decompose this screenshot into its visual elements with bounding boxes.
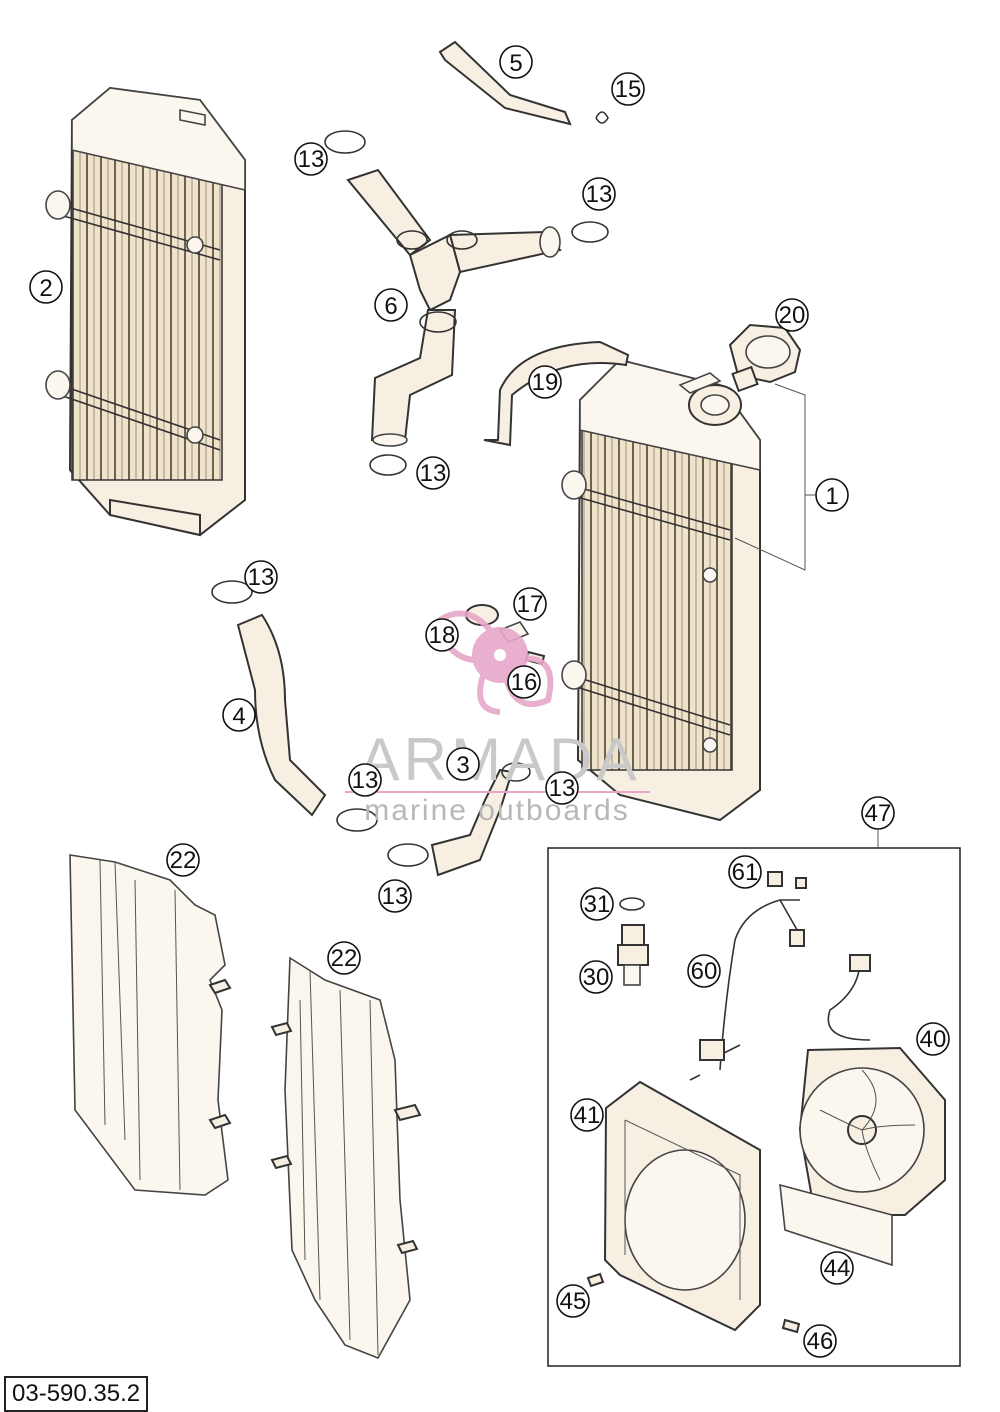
hose-5 bbox=[438, 40, 572, 126]
svg-text:22: 22 bbox=[331, 945, 358, 972]
hose-6 bbox=[346, 168, 562, 447]
callout-13-f: 13 bbox=[545, 771, 579, 805]
diagram-code-label: 03-590.35.2 bbox=[4, 1376, 149, 1412]
callout-15: 15 bbox=[611, 72, 645, 106]
fan-shroud-41 bbox=[603, 1080, 761, 1332]
callout-44: 44 bbox=[820, 1251, 854, 1285]
wiring-harness-60 bbox=[689, 899, 801, 1081]
svg-text:60: 60 bbox=[691, 958, 718, 985]
radiator-guard-right bbox=[270, 956, 422, 1360]
hose-clamp-15 bbox=[595, 111, 609, 124]
callout-60: 60 bbox=[687, 954, 721, 988]
watermark-tagline: marine outboards bbox=[364, 794, 629, 827]
callout-13-b: 13 bbox=[582, 177, 616, 211]
hose-clamp-13f bbox=[387, 843, 429, 867]
radiator-left bbox=[45, 86, 246, 537]
svg-text:5: 5 bbox=[509, 50, 522, 77]
callout-61: 61 bbox=[728, 855, 762, 889]
svg-text:44: 44 bbox=[824, 1255, 851, 1282]
svg-text:30: 30 bbox=[583, 964, 610, 991]
hose-clamp-13d bbox=[211, 580, 253, 604]
svg-text:15: 15 bbox=[615, 76, 642, 103]
hose-clamp-13e bbox=[336, 808, 378, 832]
callout-5: 5 bbox=[499, 45, 533, 79]
svg-text:13: 13 bbox=[248, 564, 275, 591]
svg-text:3: 3 bbox=[456, 752, 469, 779]
svg-text:18: 18 bbox=[429, 622, 456, 649]
hose-clamp-13a bbox=[324, 130, 366, 154]
svg-text:4: 4 bbox=[232, 703, 245, 730]
callout-13-a: 13 bbox=[294, 142, 328, 176]
svg-text:41: 41 bbox=[574, 1102, 601, 1129]
svg-text:2: 2 bbox=[39, 275, 52, 302]
screw-45 bbox=[586, 1272, 605, 1288]
fan-kit-box bbox=[547, 847, 961, 1367]
svg-text:13: 13 bbox=[549, 775, 576, 802]
callout-46: 46 bbox=[803, 1324, 837, 1358]
svg-text:20: 20 bbox=[779, 302, 806, 329]
callout-41: 41 bbox=[570, 1098, 604, 1132]
plate-44 bbox=[779, 1183, 893, 1267]
svg-text:22: 22 bbox=[170, 847, 197, 874]
callout-47: 47 bbox=[861, 796, 895, 830]
svg-text:13: 13 bbox=[420, 460, 447, 487]
callout-13-e: 13 bbox=[348, 763, 382, 797]
callout-6: 6 bbox=[374, 288, 408, 322]
callout-45: 45 bbox=[556, 1284, 590, 1318]
svg-text:13: 13 bbox=[382, 883, 409, 910]
callout-16: 16 bbox=[507, 665, 541, 699]
svg-text:47: 47 bbox=[865, 800, 892, 827]
callout-4: 4 bbox=[222, 698, 256, 732]
callout-13-g: 13 bbox=[378, 879, 412, 913]
callout-13-d: 13 bbox=[244, 560, 278, 594]
callout-31: 31 bbox=[580, 887, 614, 921]
svg-text:61: 61 bbox=[732, 859, 759, 886]
svg-text:31: 31 bbox=[584, 891, 611, 918]
hose-4 bbox=[236, 613, 327, 817]
svg-text:45: 45 bbox=[560, 1288, 587, 1315]
radiator-guard-left bbox=[69, 854, 232, 1196]
svg-text:1: 1 bbox=[825, 483, 838, 510]
connector-61 bbox=[767, 871, 783, 887]
callout-18: 18 bbox=[425, 618, 459, 652]
callout-17: 17 bbox=[513, 587, 547, 621]
svg-text:17: 17 bbox=[517, 591, 544, 618]
hose-clamp-13b bbox=[571, 221, 609, 243]
svg-text:16: 16 bbox=[511, 669, 538, 696]
callout-19: 19 bbox=[528, 365, 562, 399]
o-ring-31 bbox=[619, 897, 645, 911]
radiator-cap bbox=[728, 323, 802, 393]
callout-30: 30 bbox=[579, 960, 613, 994]
svg-text:13: 13 bbox=[298, 146, 325, 173]
watermark-brand: ARMADA bbox=[360, 726, 641, 793]
screw-46 bbox=[781, 1318, 801, 1334]
svg-text:19: 19 bbox=[532, 369, 559, 396]
thermo-switch-30 bbox=[617, 924, 649, 986]
callout-20: 20 bbox=[775, 298, 809, 332]
callout-1: 1 bbox=[815, 478, 849, 512]
svg-text:6: 6 bbox=[384, 293, 397, 320]
radiator-right bbox=[561, 358, 761, 822]
callout-3: 3 bbox=[446, 747, 480, 781]
callout-22-b: 22 bbox=[327, 941, 361, 975]
svg-text:40: 40 bbox=[920, 1026, 947, 1053]
svg-text:13: 13 bbox=[586, 181, 613, 208]
hose-3 bbox=[430, 768, 514, 877]
callout-13-c: 13 bbox=[416, 456, 450, 490]
callout-40: 40 bbox=[916, 1022, 950, 1056]
fan-40 bbox=[798, 954, 946, 1216]
hose-clamp-13c bbox=[369, 454, 407, 476]
svg-text:13: 13 bbox=[352, 767, 379, 794]
leader-line-1 bbox=[734, 383, 806, 571]
callout-2: 2 bbox=[29, 270, 63, 304]
svg-text:46: 46 bbox=[807, 1328, 834, 1355]
callout-22-a: 22 bbox=[166, 843, 200, 877]
